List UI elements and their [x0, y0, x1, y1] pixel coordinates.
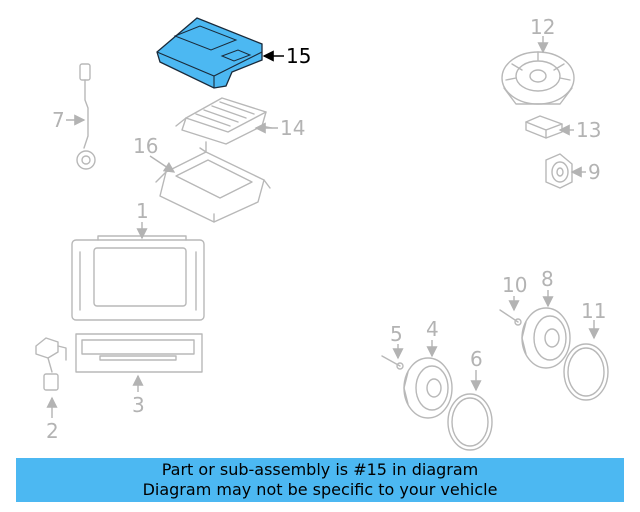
part-1-display-unit[interactable] — [71, 235, 205, 321]
part-15-highlighted-module[interactable] — [156, 17, 263, 89]
callout-12: 12 — [530, 15, 555, 39]
part-12-subwoofer[interactable] — [501, 51, 575, 105]
part-9-tweeter[interactable] — [545, 153, 573, 189]
part-3-media-unit[interactable] — [75, 333, 203, 373]
part-16-bracket[interactable] — [155, 141, 271, 223]
callout-6: 6 — [470, 347, 483, 371]
banner-line-2: Diagram may not be specific to your vehi… — [142, 480, 498, 499]
callout-14: 14 — [280, 116, 305, 140]
part-5-screw[interactable] — [381, 355, 404, 370]
callout-15: 15 — [286, 44, 311, 68]
callout-2: 2 — [46, 419, 59, 443]
exploded-parts-diagram: 15 14 16 7 1 3 — [35, 15, 609, 451]
callout-8: 8 — [541, 267, 554, 291]
callout-5: 5 — [390, 322, 403, 346]
part-8-speaker-right[interactable] — [521, 307, 571, 369]
callout-11: 11 — [581, 299, 606, 323]
part-4-speaker-left[interactable] — [403, 357, 453, 419]
info-banner: Part or sub-assembly is #15 in diagram D… — [16, 458, 624, 502]
part-6-ring-left[interactable] — [447, 393, 493, 451]
callout-16: 16 — [133, 134, 158, 158]
part-14-amplifier[interactable] — [175, 97, 273, 145]
callout-3: 3 — [132, 393, 145, 417]
part-10-screw[interactable] — [499, 309, 522, 326]
part-2-usb-connector[interactable] — [35, 337, 67, 391]
banner-line-1: Part or sub-assembly is #15 in diagram — [161, 460, 479, 479]
callout-1: 1 — [136, 199, 149, 223]
callout-13: 13 — [576, 118, 601, 142]
part-13-small-module[interactable] — [525, 115, 563, 139]
part-7-antenna-cable[interactable] — [76, 63, 96, 170]
part-11-ring-right[interactable] — [563, 343, 609, 401]
callout-9: 9 — [588, 160, 601, 184]
callout-7: 7 — [52, 108, 65, 132]
callout-10: 10 — [502, 273, 527, 297]
callout-4: 4 — [426, 317, 439, 341]
